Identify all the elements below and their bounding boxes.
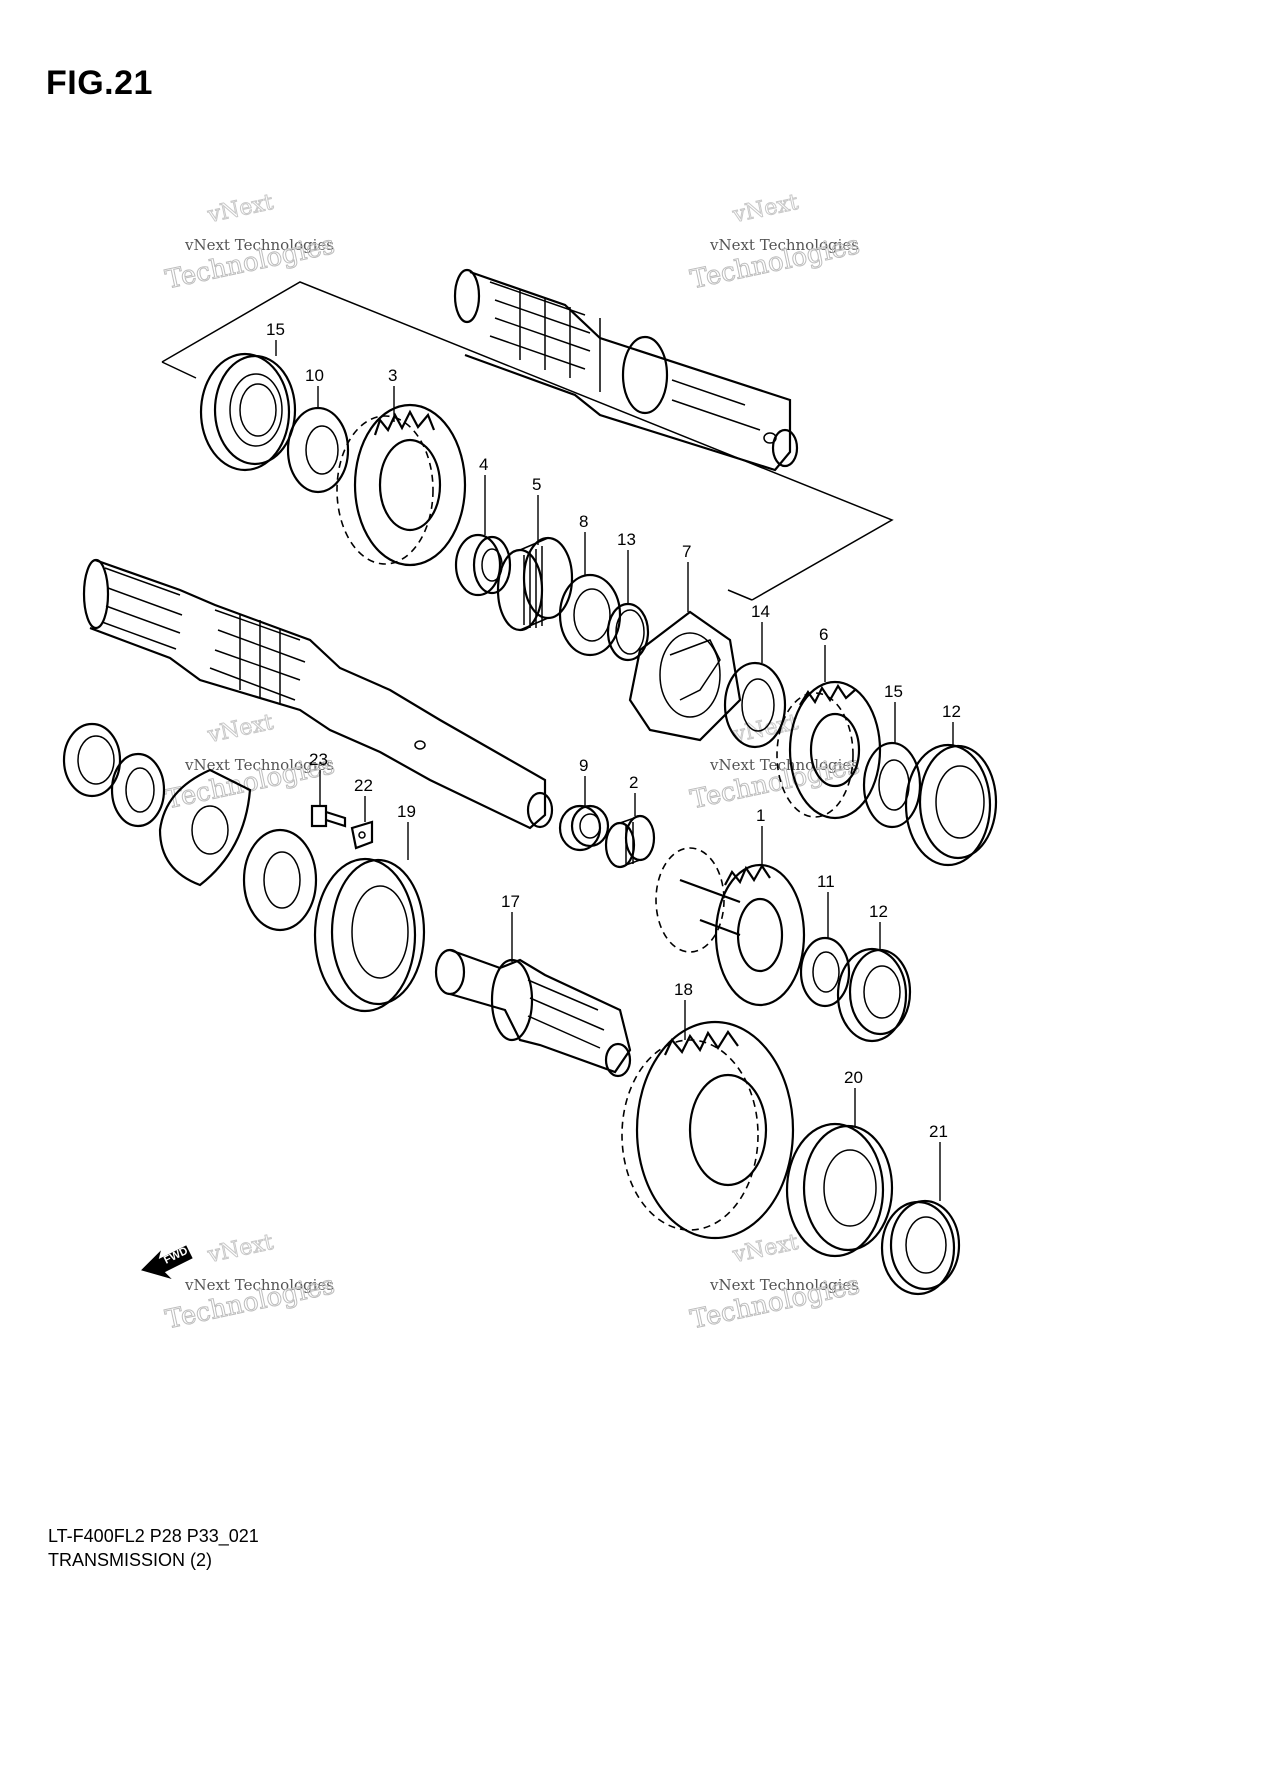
- part-10-washer: [286, 406, 350, 494]
- label-part-15-second: 15: [884, 682, 903, 701]
- figure-title: FIG.21: [46, 64, 153, 102]
- watermark-vnext: vNext: [730, 1230, 801, 1268]
- watermark-vnext: vNext: [205, 1230, 276, 1268]
- label-part-16: 15: [266, 320, 285, 339]
- watermark-vnext: vNext: [205, 710, 276, 748]
- section-name: TRANSMISSION (2): [48, 1550, 213, 1570]
- part-5-needle-bearing: [496, 536, 574, 632]
- left-washer: [110, 752, 166, 828]
- left-seal: [62, 722, 122, 798]
- part-12-bearing: [836, 947, 912, 1043]
- forward-arrow-icon: FWD: [141, 1245, 193, 1280]
- label-part-13: 12: [942, 702, 961, 721]
- part-16-bearing: [199, 352, 297, 472]
- part-11-washer: [799, 936, 851, 1008]
- label-part-12: 12: [869, 902, 888, 921]
- left-plate: [158, 768, 252, 887]
- part-7-dog-clutch: [628, 610, 742, 742]
- part-18-large-gear: [621, 1020, 795, 1240]
- label-part-8: 8: [579, 512, 588, 531]
- part-labels: 15 10 3 4 5 8 13 7 14 6 15 12 23 22 19 9…: [266, 320, 961, 1201]
- watermark: vNext vNext Technologies Technologies: [162, 1229, 338, 1335]
- label-part-15: 14: [751, 602, 770, 621]
- watermark-text: vNext Technologies: [709, 236, 859, 254]
- label-part-3: 3: [388, 366, 397, 385]
- label-part-11: 11: [817, 872, 835, 891]
- upper-shaft: [453, 268, 799, 472]
- part-17-output-shaft: [434, 948, 632, 1078]
- model-code: LT-F400FL2 P28 P33_021: [48, 1526, 259, 1546]
- label-part-21: 21: [929, 1122, 948, 1141]
- label-part-5: 5: [532, 475, 541, 494]
- watermark-vnext: vNext: [730, 190, 801, 228]
- part-15-washer: [723, 661, 787, 749]
- watermark-text: vNext Technologies: [184, 236, 334, 254]
- watermark: vNext vNext Technologies Technologies: [687, 189, 863, 295]
- label-part-10: 10: [305, 366, 324, 385]
- part-15-washer-second: [862, 741, 922, 829]
- middle-washer: [242, 828, 318, 932]
- part-3-gear: [336, 403, 467, 567]
- part-1-gear: [655, 847, 806, 1007]
- label-part-23: 23: [309, 750, 328, 769]
- watermark-text: vNext Technologies: [709, 756, 859, 774]
- part-8-washer: [558, 573, 622, 657]
- label-part-19: 19: [397, 802, 416, 821]
- label-part-9: 9: [579, 756, 588, 775]
- label-part-20: 20: [844, 1068, 863, 1087]
- assembly-bracket: [161, 281, 894, 601]
- part-13-bearing: [904, 743, 998, 867]
- part-9-spacer: [558, 804, 610, 852]
- part-21-oil-seal: [880, 1199, 961, 1296]
- label-part-14: 13: [617, 530, 636, 549]
- label-part-2: 2: [629, 773, 638, 792]
- watermark-text: vNext Technologies: [709, 1276, 859, 1294]
- part-23-bolt: [310, 804, 347, 828]
- part-4-bushing: [454, 533, 512, 597]
- part-19-bearing: [313, 857, 426, 1013]
- label-part-4: 4: [479, 455, 488, 474]
- label-part-22: 22: [354, 776, 373, 795]
- part-6-gear: [776, 680, 882, 820]
- label-part-18: 18: [674, 980, 693, 999]
- part-14-circlip: [606, 602, 650, 662]
- watermark-vnext: vNext: [205, 190, 276, 228]
- watermark: vNext vNext Technologies Technologies: [162, 189, 338, 295]
- main-shaft: [82, 558, 554, 830]
- watermark: vNext vNext Technologies Technologies: [687, 709, 863, 815]
- part-22-washer: [350, 820, 374, 850]
- watermark-text: vNext Technologies: [184, 756, 334, 774]
- label-part-17: 17: [501, 892, 520, 911]
- label-part-7: 7: [682, 542, 691, 561]
- part-20-bearing: [785, 1122, 894, 1258]
- watermark-text: vNext Technologies: [184, 1276, 334, 1294]
- label-part-1: 1: [756, 806, 765, 825]
- part-2-needle-bearing: [604, 814, 656, 869]
- label-part-6: 6: [819, 625, 828, 644]
